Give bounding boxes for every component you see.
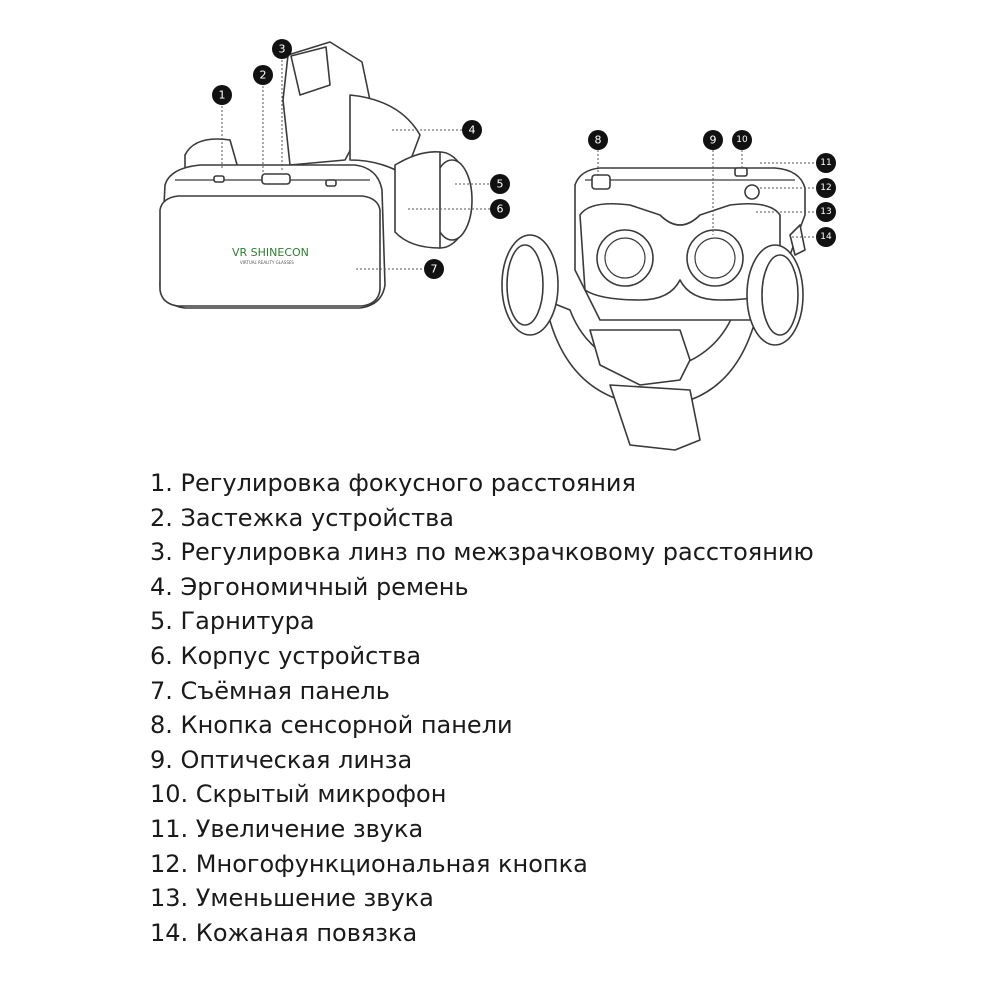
callout-12: 12 (816, 178, 836, 198)
legend-item: 10. Скрытый микрофон (150, 780, 447, 809)
svg-text:2: 2 (260, 69, 267, 82)
svg-text:8: 8 (595, 134, 602, 147)
callout-10: 10 (732, 130, 752, 150)
callout-5: 5 (490, 174, 510, 194)
callout-11: 11 (816, 153, 836, 173)
svg-text:12: 12 (820, 183, 831, 193)
legend-item: 14. Кожаная повязка (150, 918, 418, 947)
legend-item: 12. Многофункциональная кнопка (150, 849, 588, 878)
svg-text:3: 3 (279, 43, 286, 56)
legend-item: 11. Увеличение звука (150, 814, 424, 843)
legend-item: 5. Гарнитура (150, 607, 315, 636)
svg-text:1: 1 (219, 89, 226, 102)
svg-text:4: 4 (469, 124, 476, 137)
svg-text:11: 11 (820, 158, 831, 168)
legend-item: 8. Кнопка сенсорной панели (150, 711, 513, 740)
callout-7: 7 (424, 259, 444, 279)
svg-text:10: 10 (736, 135, 748, 145)
legend-item: 9. Оптическая линза (150, 745, 413, 774)
callout-4: 4 (462, 120, 482, 140)
legend-item: 4. Эргономичный ремень (150, 572, 469, 601)
callout-3: 3 (272, 39, 292, 59)
legend-item: 2. Застежка устройства (150, 503, 454, 532)
legend-item: 7. Съёмная панель (150, 676, 390, 705)
svg-text:13: 13 (820, 207, 831, 217)
brand-tagline: VIRTUAL REALITY GLASSES (240, 260, 294, 265)
callout-2: 2 (253, 65, 273, 85)
brand-name: VR SHINECON (232, 246, 309, 259)
vr-headset-back-icon (501, 167, 806, 451)
callout-13: 13 (816, 202, 836, 222)
vr-headset-diagram: VR SHINECON VIRTUAL REALITY GLASSES 1 2 … (159, 39, 836, 451)
callout-9: 9 (703, 130, 723, 150)
svg-text:9: 9 (710, 134, 717, 147)
legend-item: 13. Уменьшение звука (150, 884, 434, 913)
callout-8: 8 (588, 130, 608, 150)
parts-legend: 1. Регулировка фокусного расстояния 2. З… (150, 466, 814, 950)
callout-14: 14 (816, 227, 836, 247)
vr-headset-front-icon: VR SHINECON VIRTUAL REALITY GLASSES (159, 41, 473, 309)
legend-item: 1. Регулировка фокусного расстояния (150, 469, 636, 497)
legend-item: 3. Регулировка линз по межзрачковому рас… (150, 538, 814, 567)
callout-6: 6 (490, 199, 510, 219)
callout-1: 1 (212, 85, 232, 105)
svg-text:14: 14 (820, 232, 832, 242)
svg-text:5: 5 (497, 178, 504, 191)
legend-item: 6. Корпус устройства (150, 641, 422, 670)
svg-text:7: 7 (431, 263, 438, 276)
svg-text:6: 6 (497, 203, 504, 216)
